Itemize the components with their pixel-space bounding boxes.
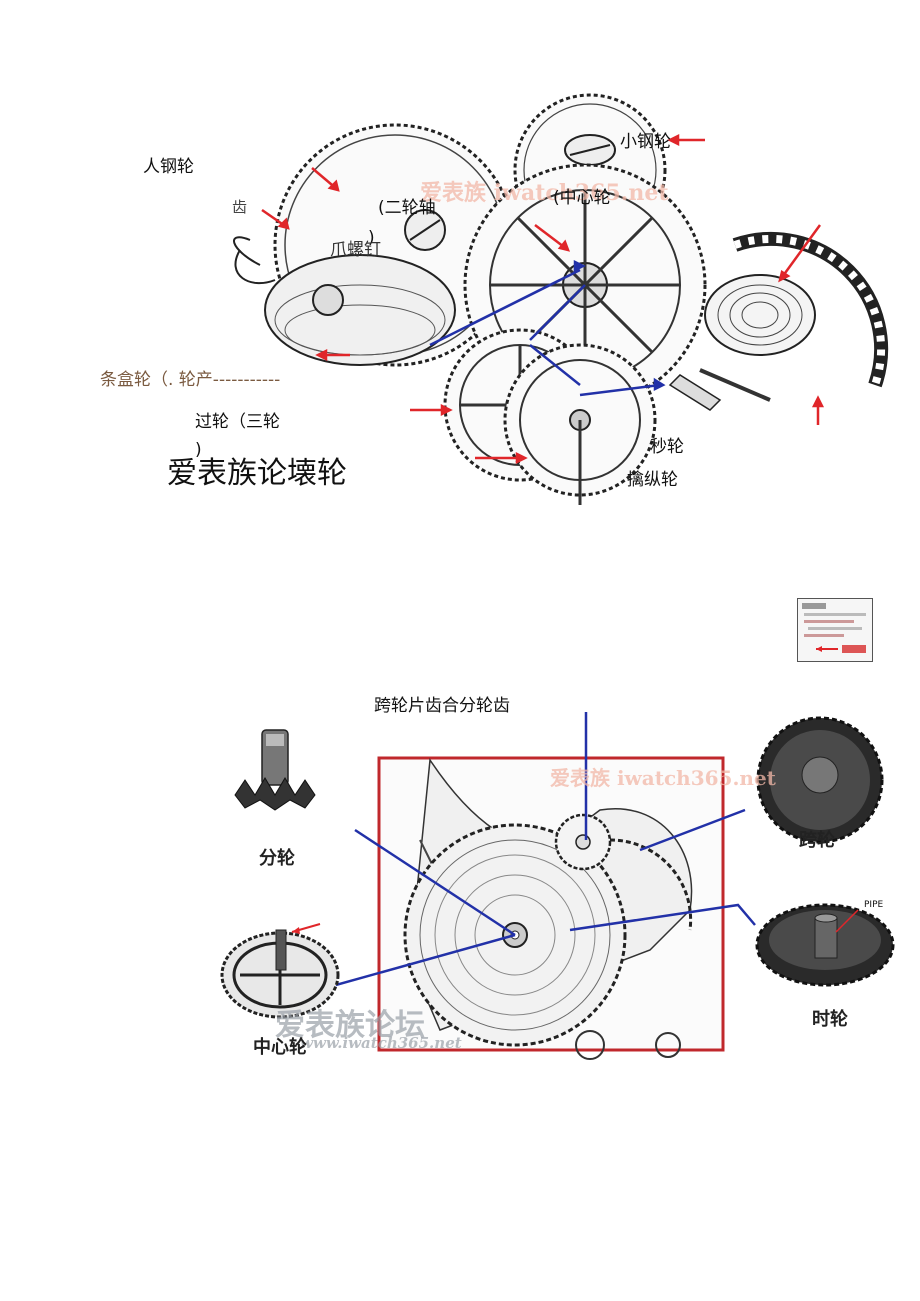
label-hour-wheel: 时轮	[812, 1009, 848, 1030]
label-claw-screw: 爪螺钉	[330, 240, 381, 260]
barrel-gear	[233, 236, 456, 366]
label-tooth: 齿	[232, 198, 248, 216]
label-fourth-wheel: 秒轮	[650, 437, 684, 457]
label-second-wheel-close: )	[368, 228, 375, 248]
cross-wheel-gear	[756, 716, 884, 844]
figure-2-watermark-cn: 爱表族论坛	[275, 1008, 425, 1043]
label-third-wheel-close: )	[195, 440, 202, 460]
label-barrel-wheel: 条盒轮（. 轮产-----------	[100, 370, 281, 390]
figure-2-heading: 跨轮片齿合分轮齿	[374, 696, 510, 716]
hour-wheel-gear	[755, 903, 895, 987]
frame-minute-gear	[554, 813, 612, 871]
label-third-wheel: 过轮（三轮	[195, 412, 280, 432]
fourth-wheel-gear	[503, 343, 657, 505]
label-big-steel-wheel: 人钢轮	[143, 157, 194, 177]
balance-wheel	[668, 231, 889, 411]
figure-2-illustration	[220, 712, 895, 1060]
minute-wheel-gear	[234, 729, 316, 811]
label-minute-wheel: 分轮	[259, 848, 295, 869]
figure-2-watermark-url: www.iwatch365.net	[300, 1034, 462, 1052]
reference-thumbnail[interactable]	[797, 598, 873, 662]
figure-1-illustration	[233, 93, 889, 505]
figure-2-watermark-top: 爱表族 iwatch365.net	[550, 766, 776, 790]
center-wheel-gear-2	[220, 923, 340, 1019]
label-second-wheel-axle: (二轮轴	[378, 198, 436, 218]
label-center-wheel-2: 中心轮	[253, 1037, 307, 1058]
label-pipe: PIPE	[864, 900, 884, 910]
blue-pointer-lines	[429, 259, 666, 397]
label-escape-wheel: 擒纵轮	[627, 470, 678, 490]
red-arrows	[261, 133, 825, 465]
label-small-steel-wheel: 小钢轮	[620, 132, 671, 152]
label-cross-wheel: 跨轮	[799, 830, 835, 851]
figure-1-title: 爱表族论壊轮	[167, 456, 347, 491]
label-center-wheel: (中心轮	[553, 188, 611, 208]
figure-1-watermark: 爱表族 iwatch365.net	[420, 180, 669, 206]
